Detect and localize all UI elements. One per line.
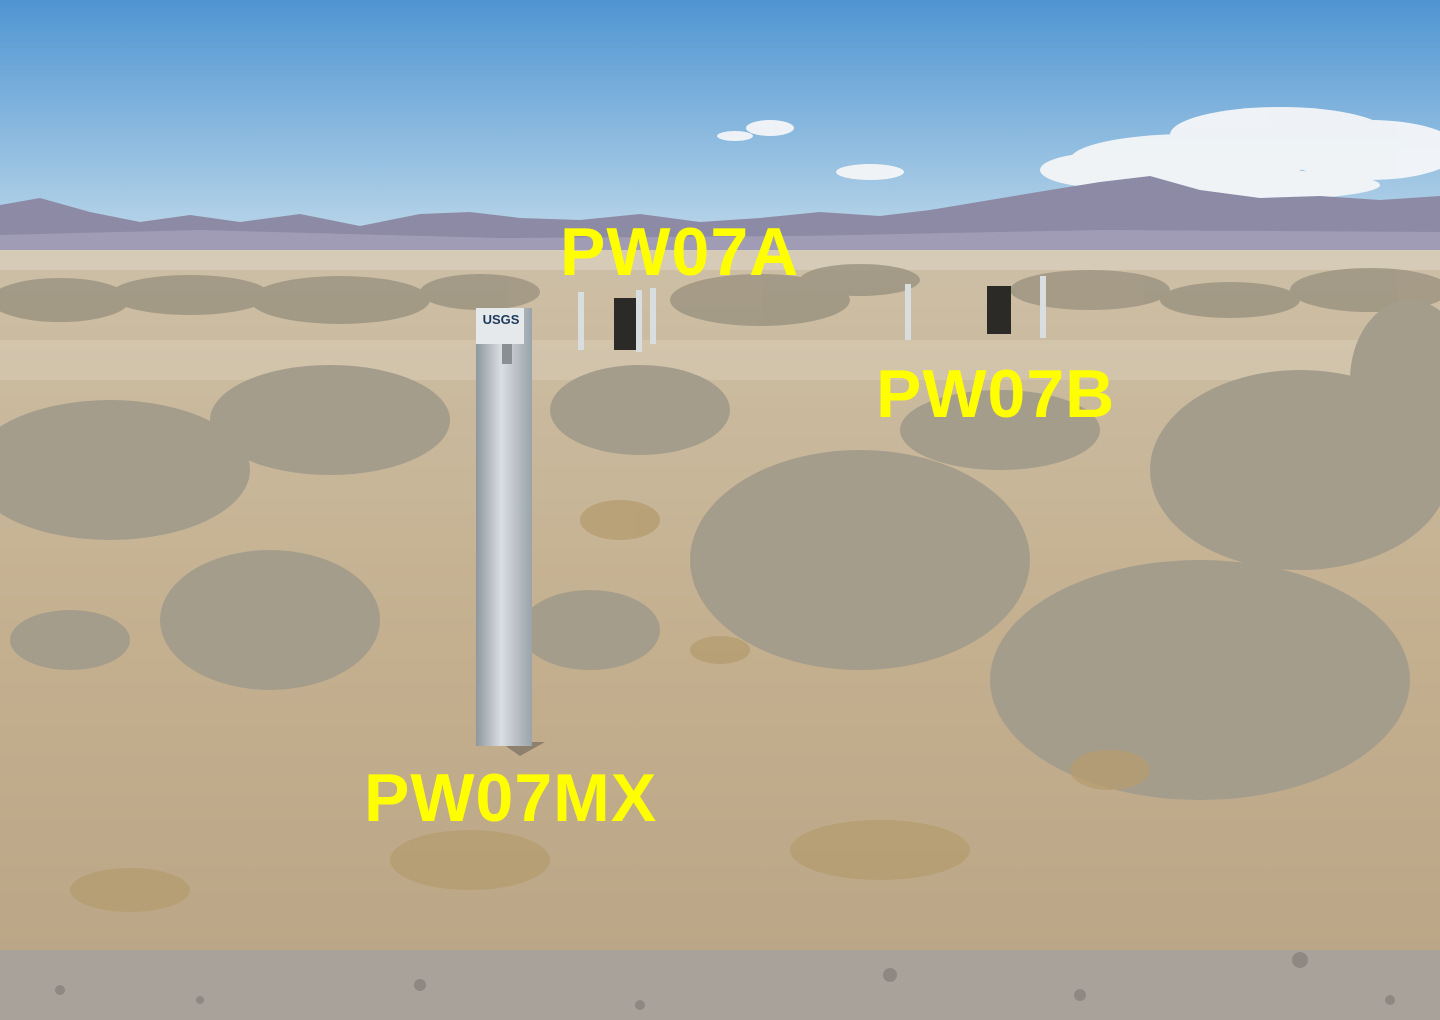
- clouds: [717, 107, 1440, 201]
- usgs-post: [476, 308, 545, 756]
- shrubs: [0, 300, 1440, 800]
- label-pw07b: PW07B: [876, 356, 1116, 432]
- usgs-sign-text: USGS: [482, 312, 520, 327]
- gravel: [0, 950, 1440, 1020]
- distant-wells: [578, 276, 1046, 352]
- distant-shrubs: [0, 264, 1440, 326]
- label-pw07mx: PW07MX: [364, 760, 658, 836]
- label-pw07a: PW07A: [560, 214, 800, 290]
